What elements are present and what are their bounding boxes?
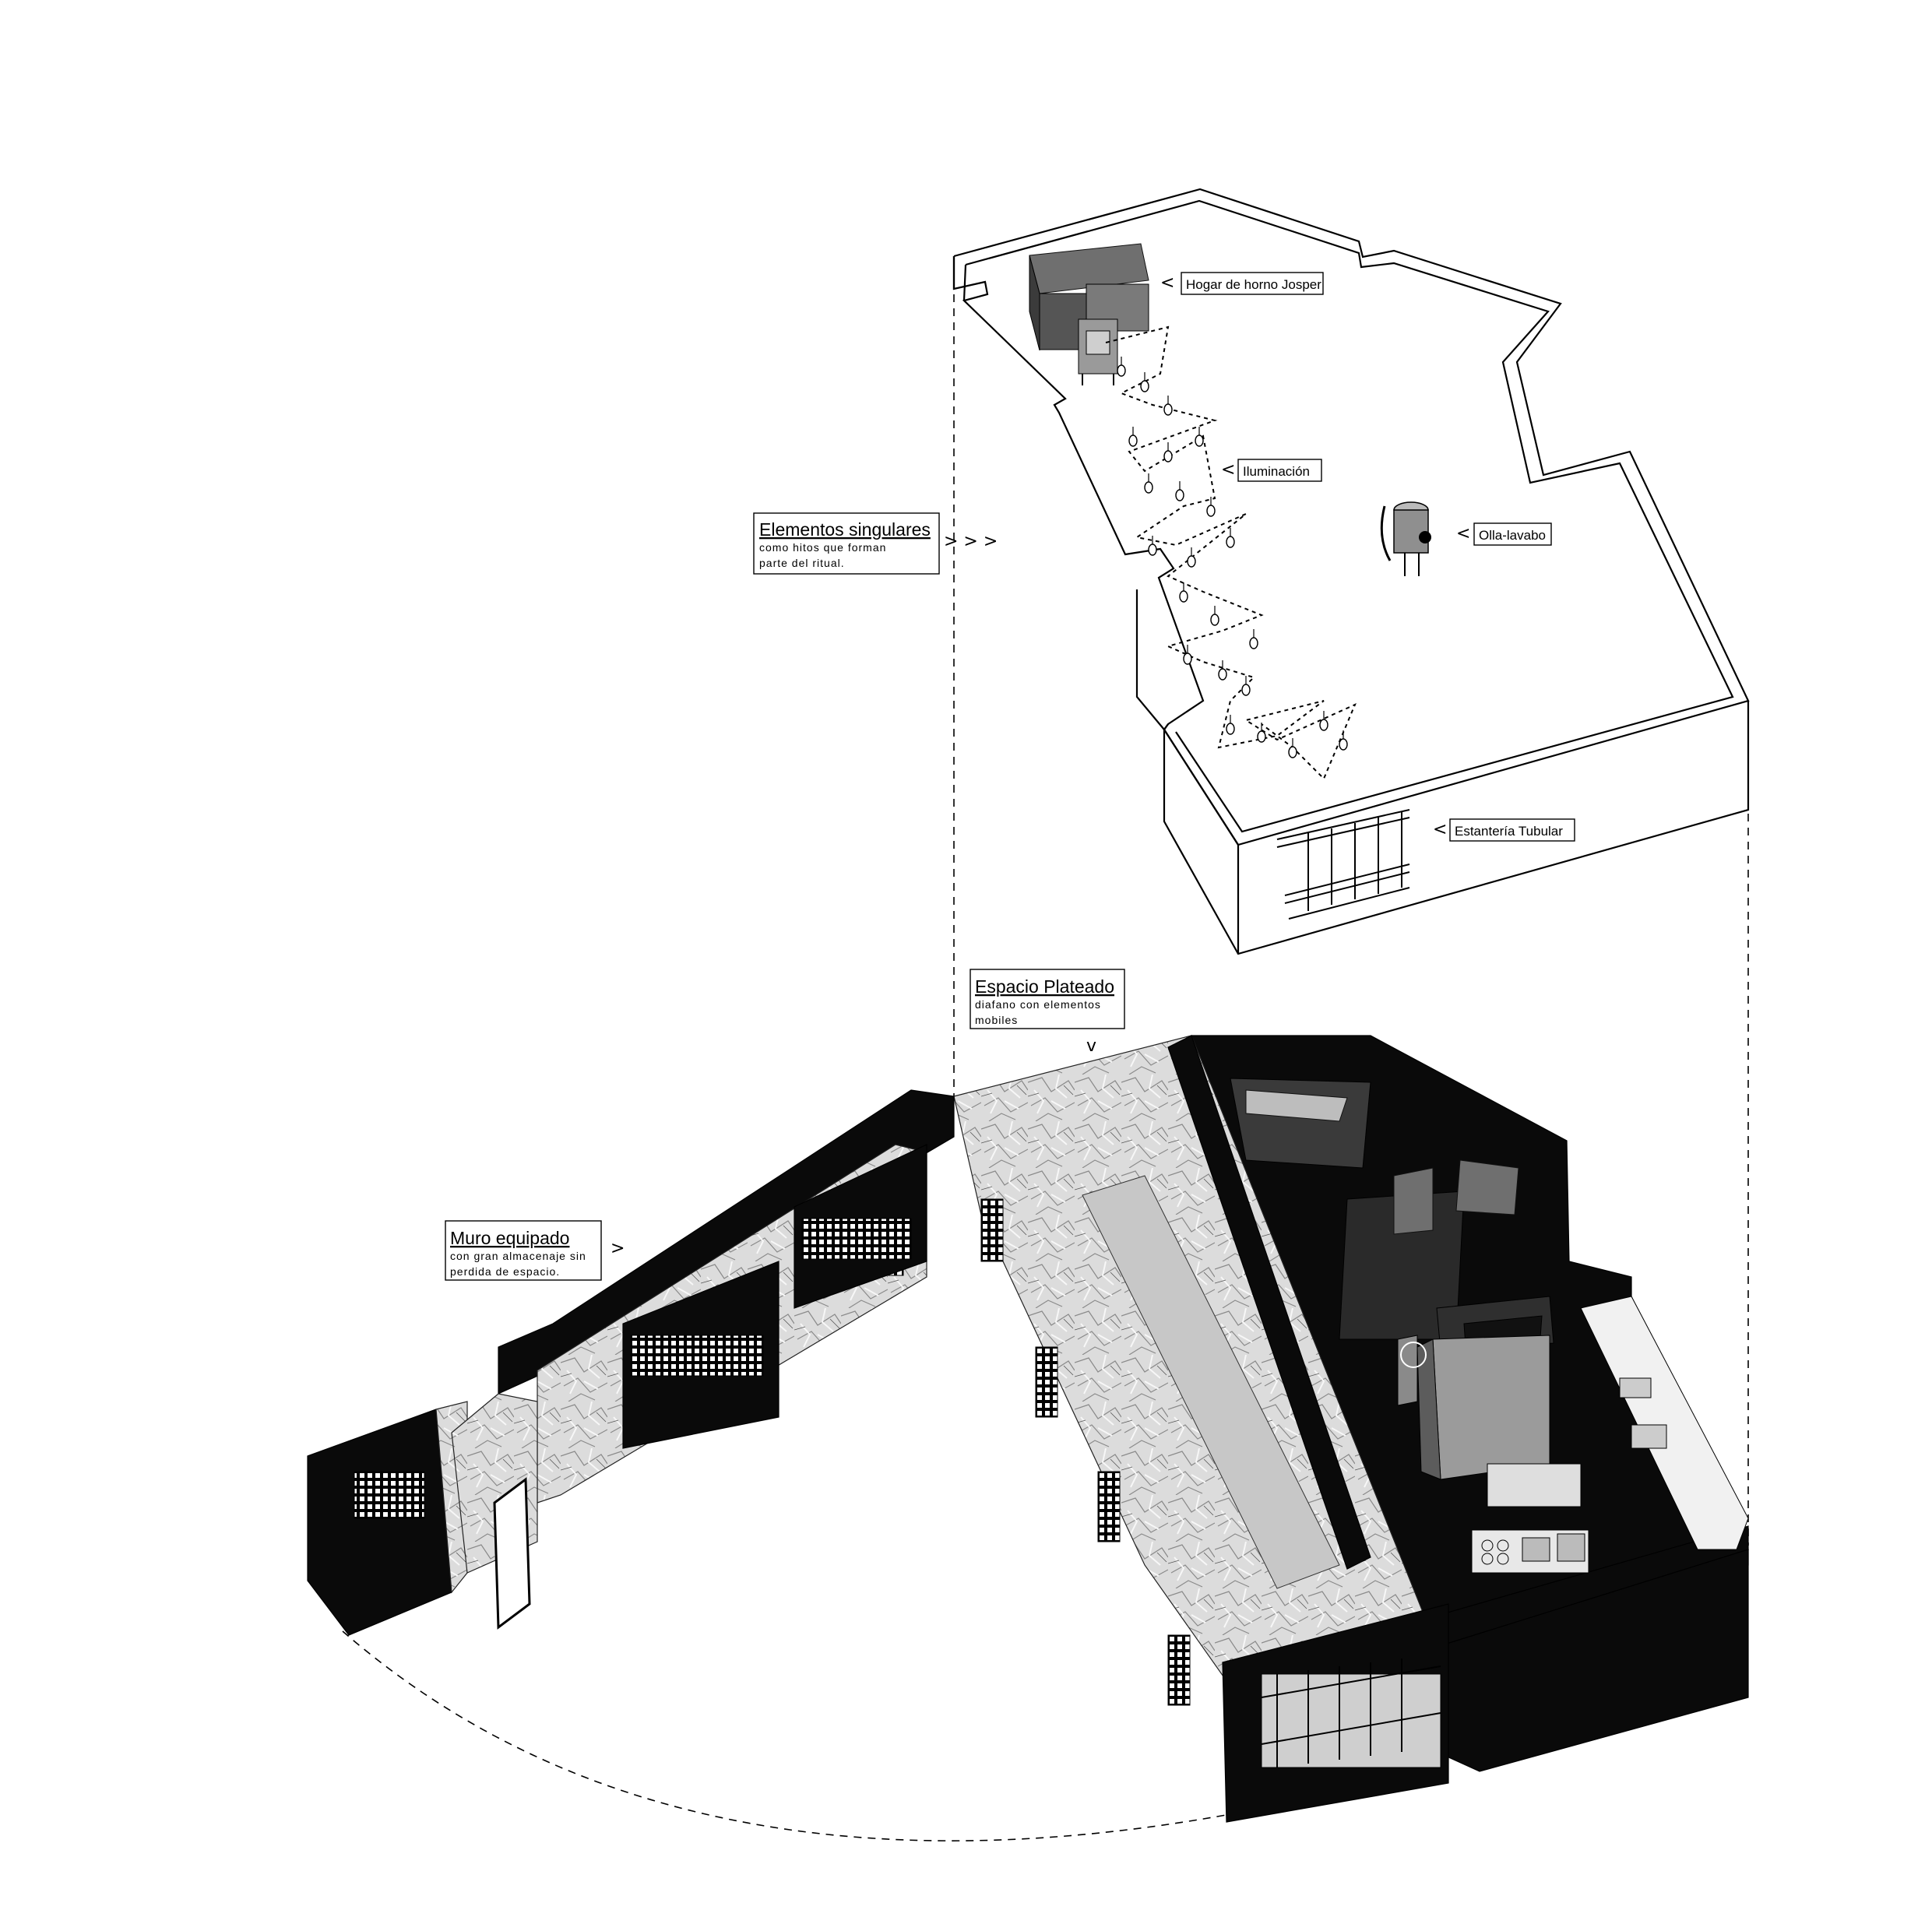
espacio-shelving [980,1198,1191,1706]
tag-estanteria-arrow: < [1433,820,1447,839]
pendant-lamp-icon [1319,719,1328,731]
callout-muro-arrow: > [611,1239,625,1258]
tag-hogar-label: Hogar de horno Josper [1186,277,1321,292]
pendant-lamp-icon [1117,364,1126,377]
sweep-arc [342,1630,1231,1841]
tag-iluminacion-label: Iluminación [1243,464,1310,479]
tag-iluminacion: < Iluminación [1221,459,1322,482]
pendant-lamp-icon [1218,668,1227,681]
callout-espacio-line1: diafano con elementos [975,998,1101,1011]
pendant-lamp-icon [1226,536,1235,548]
pendant-lamp-icon [1195,434,1204,447]
pendant-lamp-icon [1144,481,1153,494]
callout-elementos-title: Elementos singulares [759,519,931,540]
callout-espacio-title: Espacio Plateado [975,976,1114,997]
pendant-lamp-icon [1249,637,1258,649]
pendant-lamp-icon [1187,555,1196,568]
callout-elementos-line2: parte del ritual. [759,557,845,569]
tag-olla-arrow: < [1456,524,1470,543]
pendant-lamp-icon [1128,434,1138,447]
pendant-lamp-icon [1105,325,1357,780]
stove-icon [1471,1529,1589,1574]
callout-muro-line2: perdida de espacio. [450,1265,560,1278]
callout-elementos-line1: como hitos que forman [759,541,886,554]
pendant-lamp-icon [1148,543,1157,556]
tag-estanteria-label: Estantería Tubular [1455,824,1563,839]
pendant-lamp-icon [1241,684,1251,696]
upper-volume [952,188,1750,955]
pendant-lamp-icon [1206,505,1216,517]
callout-espacio-plateado: Espacio Plateado diafano con elementos m… [970,969,1125,1056]
tag-hogar: < Hogar de horno Josper [1160,272,1324,295]
pendant-lamp-icon [1140,380,1149,392]
pendant-lamp-icon [1339,738,1348,751]
pendant-lamp-icon [1163,450,1173,463]
josper-oven-icon [1029,243,1149,385]
callout-espacio-arrow: v [1086,1036,1096,1056]
tag-estanteria: < Estantería Tubular [1433,818,1575,842]
tag-hogar-arrow: < [1160,273,1174,293]
pot-sink-icon [1380,501,1431,576]
muro-equipado-wall [307,1089,955,1636]
tag-iluminacion-arrow: < [1221,460,1235,480]
callout-elementos-singulares: Elementos singulares como hitos que form… [753,512,998,575]
tag-olla: < Olla-lavabo [1456,522,1552,546]
tubular-shelf-icon [1276,809,1410,920]
callout-elementos-arrow: > > > [944,532,998,551]
pendant-lamp-icon [1179,590,1188,603]
callout-espacio-line2: mobiles [975,1014,1018,1026]
pendant-lamp-icon [1163,403,1173,416]
pendant-lamp-icon [1175,489,1184,501]
lamp-group [1117,357,1348,758]
pendant-lamp-icon [1183,652,1192,665]
pendant-lamp-icon [1288,746,1297,758]
pendant-lamp-icon [1257,730,1266,743]
pendant-lamp-icon [1226,723,1235,735]
lower-volume [953,1035,1749,1823]
tag-olla-label: Olla-lavabo [1479,528,1546,543]
callout-muro-equipado: Muro equipado con gran almacenaje sin pe… [445,1220,625,1281]
callout-muro-line1: con gran almacenaje sin [450,1250,586,1262]
door-icon [493,1477,531,1630]
callout-muro-title: Muro equipado [450,1228,569,1248]
pendant-lamp-icon [1210,614,1219,626]
